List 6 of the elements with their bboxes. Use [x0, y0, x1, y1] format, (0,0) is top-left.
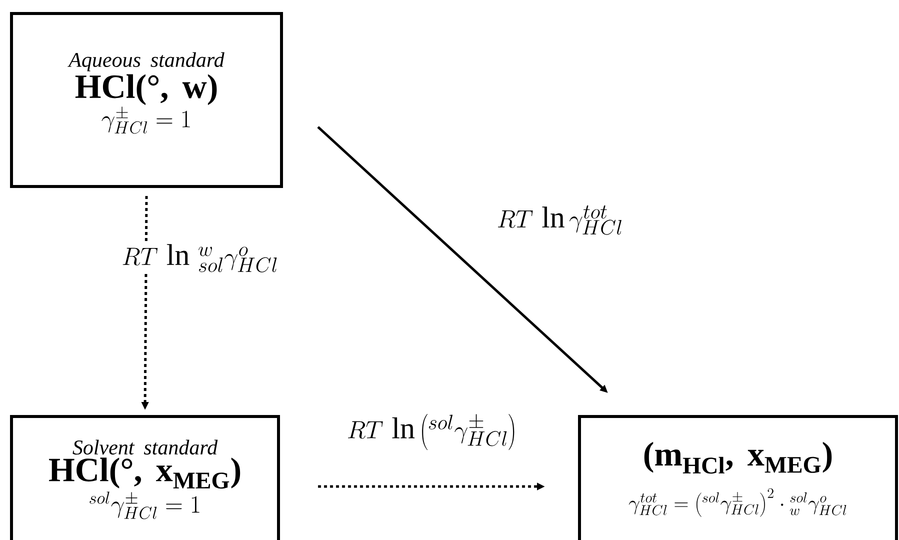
edge-label: $RT\,\ln\gamma^{tot}_{HCl}$ — [494, 204, 626, 236]
state-box: (m$_{HCl}$, x$_{MEG}$) $\gamma^{tot}_{HCl} = \left({}^{sol}\gamma^{\pm}_{HCl}\right)^{2} \cdot {}^{sol}_{w}\gamma^{o}_{HCl}$ — [578, 415, 898, 540]
state-box: Aqueous standard HCl(°, w) $\gamma^{\pm}_{HCl} = 1$ — [10, 12, 283, 188]
edge-label: $RT\,\ln\left({}^{sol}\gamma^{\pm}_{HCl}\right)$ — [344, 412, 520, 452]
edge-label: $RT\,\ln\, {}^{w}_{sol}\gamma^{o}_{HCl}$ — [120, 242, 280, 274]
state-box: Solvent standard HCl(°, x$_{MEG}$) ${}^{sol}\gamma^{\pm}_{HCl} = 1$ — [10, 415, 280, 540]
